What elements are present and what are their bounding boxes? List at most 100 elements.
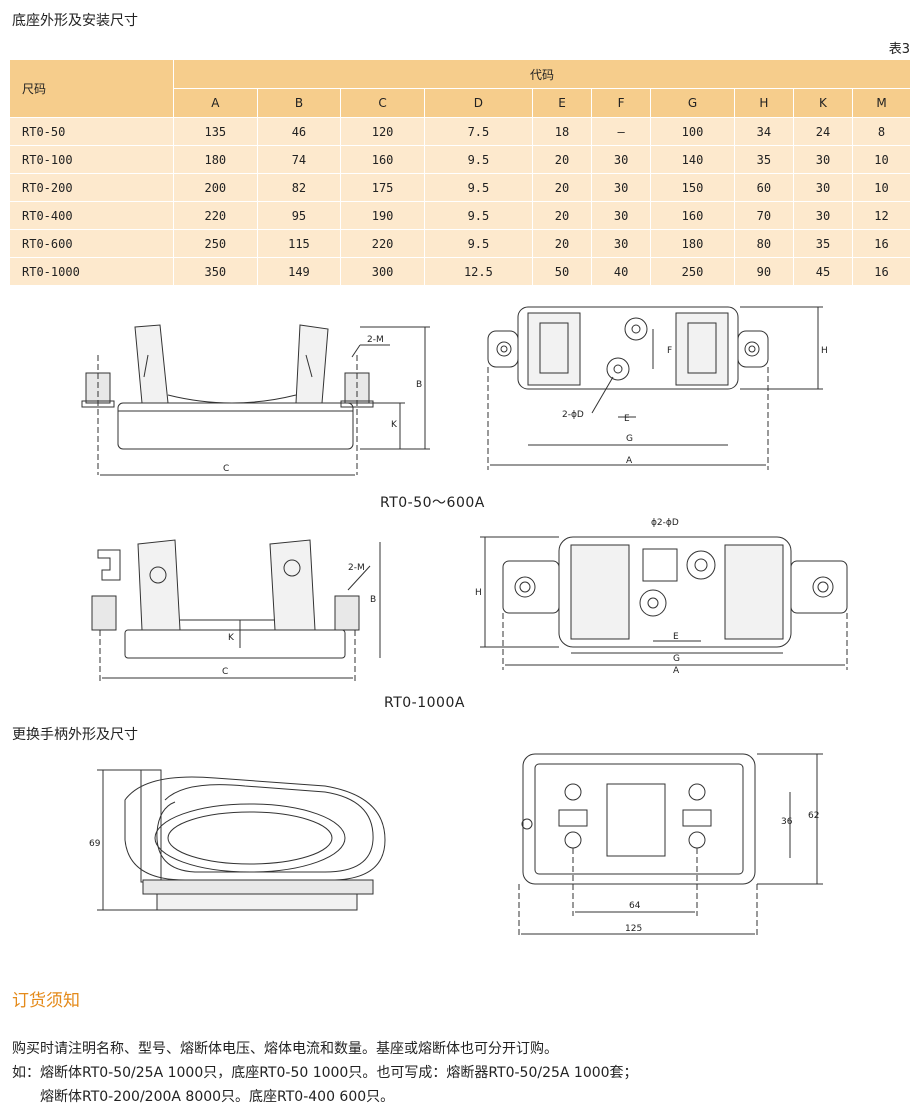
column-header-e: E — [532, 88, 593, 118]
dim-f-label: F — [667, 346, 672, 356]
table-number: 表3 — [888, 42, 910, 57]
value-cell-m: 16 — [852, 229, 910, 258]
value-cell-c: 190 — [340, 201, 425, 230]
handle-top-drawing: 64 125 36 62 — [518, 753, 823, 938]
value-cell-d: 9.5 — [424, 145, 533, 174]
value-cell-e: 20 — [532, 201, 593, 230]
caption-rt0-1000: RT0-1000A — [384, 695, 465, 711]
value-cell-c: 120 — [340, 117, 425, 146]
value-cell-a: 350 — [173, 257, 258, 285]
dim-62-label: 62 — [808, 811, 819, 821]
dim-69-label: 69 — [89, 839, 101, 849]
column-header-k: K — [793, 88, 854, 118]
dim-a-label-2: A — [673, 666, 680, 676]
order-line-3: 熔断体RT0-200/200A 8000只。底座RT0-400 600只。 — [40, 1089, 395, 1105]
dim-d-label-2: ϕ2-ϕD — [651, 518, 679, 528]
handle-section-title: 更换手柄外形及尺寸 — [12, 727, 138, 743]
value-cell-e: 20 — [532, 229, 593, 258]
value-cell-m: 8 — [852, 117, 910, 146]
dim-k-label-2: K — [228, 633, 235, 643]
value-cell-h: 35 — [734, 145, 794, 174]
value-cell-e: 20 — [532, 145, 593, 174]
value-cell-e: 50 — [532, 257, 593, 285]
dim-a-label: A — [626, 456, 633, 466]
column-header-a: A — [173, 88, 258, 118]
dim-b-label-2: B — [370, 595, 376, 605]
value-cell-k: 24 — [793, 117, 854, 146]
column-header-c: C — [340, 88, 425, 118]
value-cell-d: 7.5 — [424, 117, 533, 146]
rt0-50-600-top-drawing: A G E F H 2-ϕD — [487, 306, 828, 470]
group-header: 代码 — [173, 60, 910, 89]
row-header: 尺码 — [10, 60, 174, 118]
value-cell-g: 150 — [650, 173, 735, 202]
model-cell: RT0-200 — [10, 173, 174, 202]
column-header-f: F — [591, 88, 652, 118]
dim-h-label-2: H — [475, 588, 482, 598]
value-cell-k: 35 — [793, 229, 854, 258]
order-notice-title: 订货须知 — [12, 991, 80, 1011]
order-line-1: 购买时请注明名称、型号、熔断体电压、熔体电流和数量。基座或熔断体也可分开订购。 — [12, 1041, 558, 1057]
value-cell-d: 9.5 — [424, 229, 533, 258]
dim-g-label: G — [626, 434, 633, 444]
value-cell-f: — — [591, 117, 652, 146]
value-cell-h: 60 — [734, 173, 794, 202]
value-cell-m: 12 — [852, 201, 910, 230]
value-cell-c: 300 — [340, 257, 425, 285]
rt0-1000-side-drawing: C B K 2-M — [91, 539, 381, 682]
value-cell-a: 220 — [173, 201, 258, 230]
dim-c-label-2: C — [222, 667, 228, 677]
caption-rt0-50-600: RT0-50～600A — [380, 495, 485, 511]
value-cell-a: 200 — [173, 173, 258, 202]
value-cell-f: 30 — [591, 145, 652, 174]
dim-e-label: E — [624, 414, 630, 424]
value-cell-e: 18 — [532, 117, 593, 146]
dim-h-label: H — [821, 346, 828, 356]
dim-m-label: 2-M — [367, 335, 384, 345]
value-cell-k: 30 — [793, 201, 854, 230]
value-cell-f: 30 — [591, 173, 652, 202]
value-cell-b: 46 — [257, 117, 342, 146]
value-cell-a: 250 — [173, 229, 258, 258]
dim-36-label: 36 — [781, 817, 793, 827]
model-cell: RT0-600 — [10, 229, 174, 258]
value-cell-c: 175 — [340, 173, 425, 202]
column-header-g: G — [650, 88, 735, 118]
column-header-m: M — [852, 88, 910, 118]
value-cell-m: 10 — [852, 145, 910, 174]
value-cell-g: 140 — [650, 145, 735, 174]
value-cell-h: 34 — [734, 117, 794, 146]
order-line-2: 如：熔断体RT0-50/25A 1000只，底座RT0-50 1000只。也可写… — [12, 1065, 638, 1081]
value-cell-a: 180 — [173, 145, 258, 174]
value-cell-d: 9.5 — [424, 201, 533, 230]
rt0-1000-top-drawing: A G E H ϕ2-ϕD — [475, 518, 848, 676]
value-cell-g: 250 — [650, 257, 735, 285]
value-cell-g: 180 — [650, 229, 735, 258]
value-cell-d: 9.5 — [424, 173, 533, 202]
column-header-d: D — [424, 88, 533, 118]
model-cell: RT0-100 — [10, 145, 174, 174]
rt0-50-600-side-drawing: C B K 2-M — [81, 324, 430, 476]
dim-d-label: 2-ϕD — [562, 410, 584, 420]
dim-k-label: K — [391, 420, 398, 430]
handle-side-drawing: 69 — [89, 769, 386, 911]
value-cell-h: 90 — [734, 257, 794, 285]
dim-125-label: 125 — [625, 924, 642, 934]
dim-g-label-2: G — [673, 654, 680, 664]
value-cell-f: 30 — [591, 229, 652, 258]
value-cell-k: 30 — [793, 173, 854, 202]
dim-c-label: C — [223, 464, 229, 474]
value-cell-b: 74 — [257, 145, 342, 174]
value-cell-a: 135 — [173, 117, 258, 146]
dim-64-label: 64 — [629, 901, 641, 911]
value-cell-f: 40 — [591, 257, 652, 285]
value-cell-b: 82 — [257, 173, 342, 202]
column-header-h: H — [734, 88, 794, 118]
value-cell-c: 220 — [340, 229, 425, 258]
